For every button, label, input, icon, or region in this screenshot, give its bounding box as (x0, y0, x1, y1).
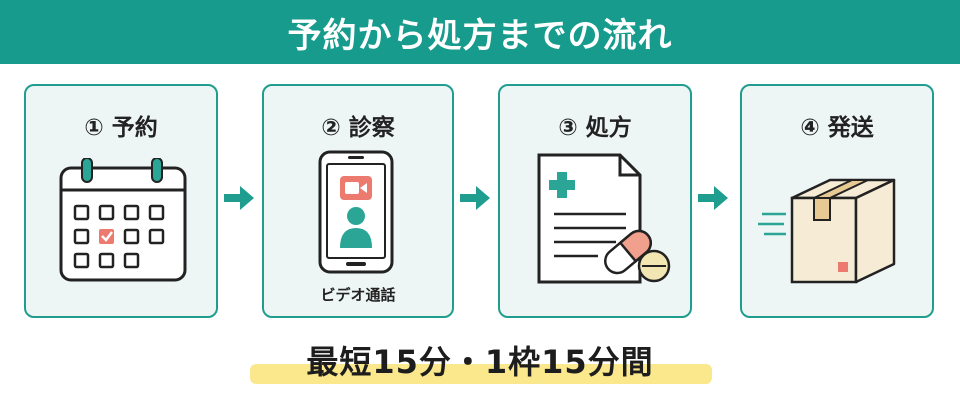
step-title: ① 予約 (84, 115, 158, 141)
duration-text: 最短15分・1枠15分間 (306, 343, 654, 381)
step-title: ④ 発送 (800, 115, 874, 141)
arrow-right-icon (224, 186, 254, 210)
page-title: 予約から処方までの流れ (287, 15, 673, 56)
smartphone-video-call-icon (318, 150, 394, 274)
duration-note: 最短15分・1枠15分間 (0, 336, 960, 384)
shipping-box-icon (758, 178, 896, 284)
arrow-right-icon (698, 186, 728, 210)
title-banner: 予約から処方までの流れ (0, 0, 960, 64)
step-card-prescription: ③ 処方 (498, 84, 692, 318)
step-card-reservation: ① 予約 (24, 84, 218, 318)
step-card-shipping: ④ 発送 (740, 84, 934, 318)
highlight-marker (250, 364, 712, 384)
arrow-right-icon (460, 186, 490, 210)
step-title: ② 診察 (321, 115, 395, 141)
step-card-consultation: ② 診察 ビデオ通話 (262, 84, 454, 318)
step-title: ③ 処方 (558, 115, 632, 141)
prescription-document-icon (537, 153, 671, 284)
calendar-icon (59, 158, 187, 282)
step-caption: ビデオ通話 (320, 286, 396, 304)
